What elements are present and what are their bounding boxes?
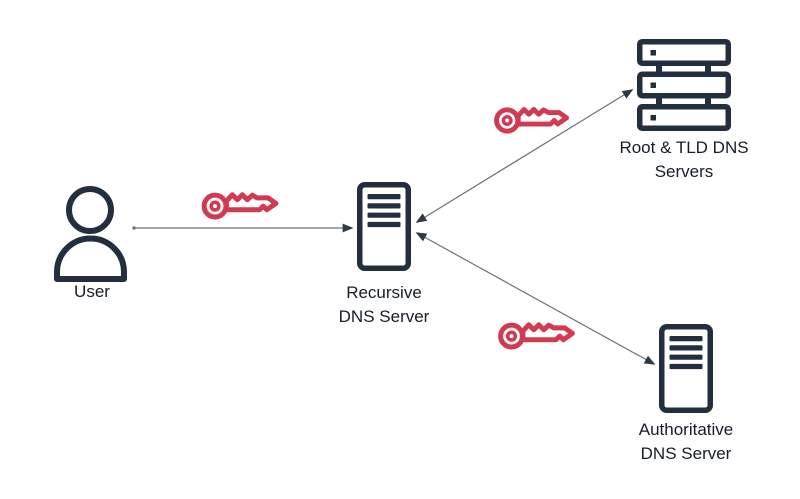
user-label: User — [74, 282, 110, 301]
key-icon — [200, 182, 281, 222]
recursive-dns-server-label: Recursive DNS Server — [314, 281, 454, 329]
recursive-label-line-1: Recursive — [346, 283, 422, 302]
root-tld-dns-servers-label: Root & TLD DNS Servers — [604, 136, 764, 184]
root-tld-label-line-1: Root & TLD DNS — [619, 138, 749, 157]
person-icon — [53, 183, 133, 283]
tower-server-icon — [357, 182, 411, 271]
rack-server-stack-icon — [637, 39, 731, 131]
edge-recursive-to-root-tld — [415, 89, 634, 223]
root-tld-label-line-2: Servers — [654, 162, 714, 181]
key-icon — [497, 312, 577, 352]
authoritative-label-line-1: Authoritative — [638, 420, 734, 439]
authoritative-label-line-2: DNS Server — [640, 444, 732, 463]
edge-recursive-to-authoritative — [415, 232, 656, 365]
recursive-label-line-2: DNS Server — [338, 307, 430, 326]
key-icon — [492, 97, 572, 136]
tower-server-icon — [659, 323, 713, 414]
authoritative-dns-server-label: Authoritative DNS Server — [616, 418, 756, 466]
